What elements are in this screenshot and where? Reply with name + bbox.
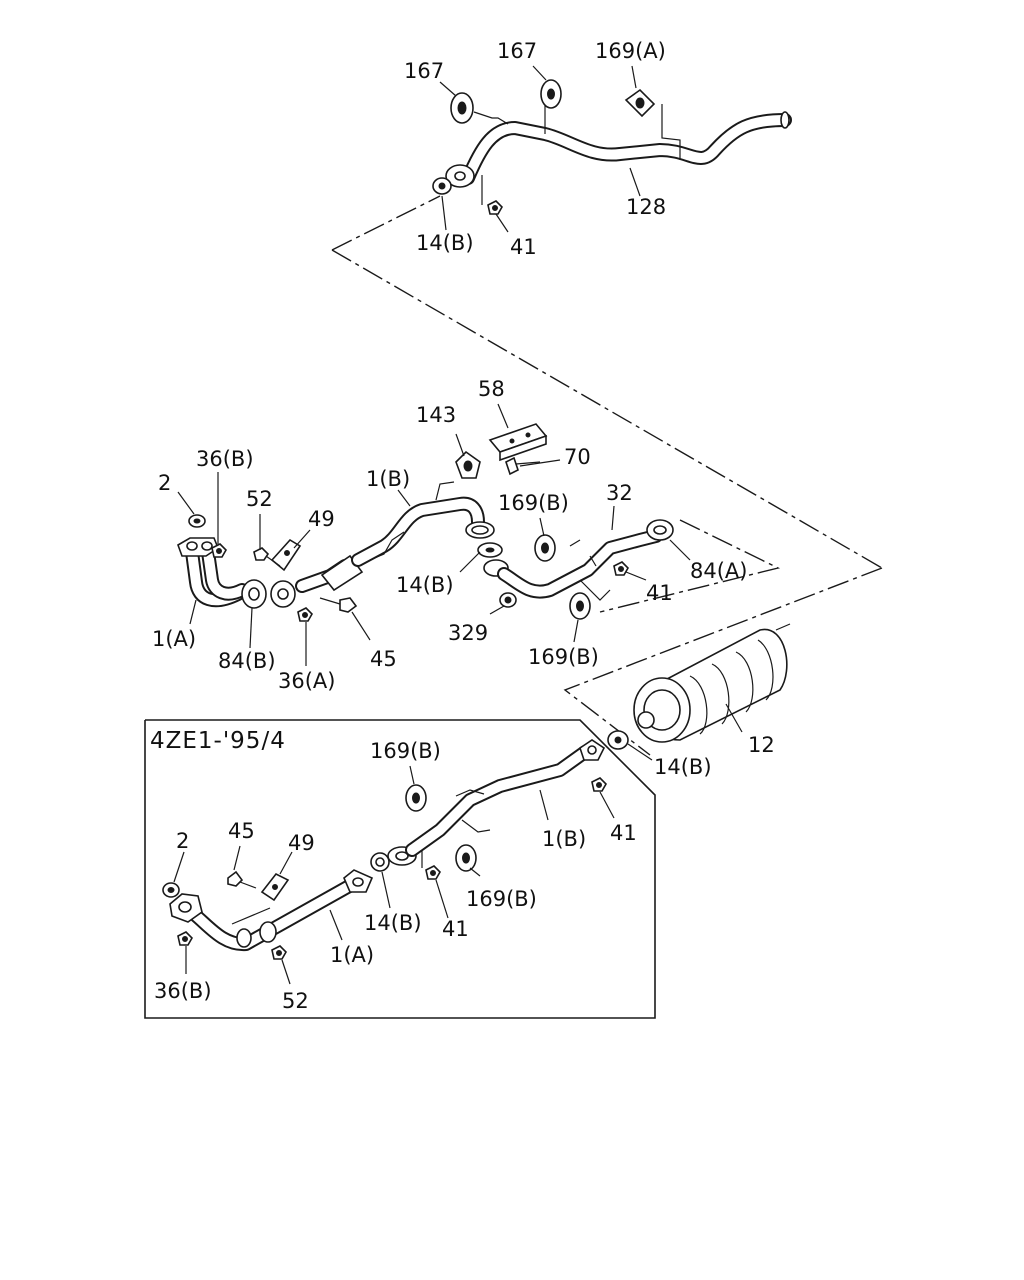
label-2-inset: 2 <box>176 829 189 853</box>
hanger-rubber-167a <box>450 92 474 124</box>
inset-front-pipe-1a <box>169 869 374 952</box>
label-41-top: 41 <box>510 235 537 259</box>
gasket-14b-mid <box>477 542 503 558</box>
nut-41-mid <box>613 561 629 576</box>
label-41-mid: 41 <box>646 581 673 605</box>
inset-labels: 4ZE1-'95/4 169(B) 41 1(B) 45 49 2 14(B) … <box>150 728 637 1013</box>
label-1a-inset: 1(A) <box>330 943 374 967</box>
gasket-84b <box>241 579 267 609</box>
bolt-45 <box>319 597 358 613</box>
label-169a: 169(A) <box>595 39 666 63</box>
bolt-70 <box>505 456 541 476</box>
hanger-rubber-169b-mid1 <box>534 534 556 562</box>
label-12: 12 <box>748 733 775 757</box>
label-14b-mid: 14(B) <box>396 573 454 597</box>
label-32: 32 <box>606 481 633 505</box>
label-49-mid: 49 <box>308 507 335 531</box>
label-167-b: 167 <box>497 39 537 63</box>
label-14b-top: 14(B) <box>416 231 474 255</box>
label-14b-muffler: 14(B) <box>654 755 712 779</box>
nut-36b-mid <box>211 543 227 558</box>
inset-panel <box>144 719 656 1019</box>
label-70: 70 <box>564 445 591 469</box>
label-143: 143 <box>416 403 456 427</box>
inset-title: 4ZE1-'95/4 <box>150 728 286 754</box>
inset-nut-41b <box>425 865 441 880</box>
hanger-rubber-169a <box>624 88 656 118</box>
hanger-rubber-167b <box>540 79 562 109</box>
connection-lines <box>331 195 883 756</box>
label-169b-mid1: 169(B) <box>498 491 569 515</box>
label-2-mid: 2 <box>158 471 171 495</box>
label-169b-mid2: 169(B) <box>528 645 599 669</box>
gasket-14b-top <box>432 177 452 195</box>
label-52-inset: 52 <box>282 989 309 1013</box>
label-58: 58 <box>478 377 505 401</box>
tail-pipe-128 <box>445 100 792 188</box>
connect-line-top-left <box>331 195 441 251</box>
label-1b-inset: 1(B) <box>542 827 586 851</box>
label-84b: 84(B) <box>218 649 276 673</box>
label-36b-inset: 36(B) <box>154 979 212 1003</box>
inset-gasket-14b <box>370 852 390 872</box>
inset-nut-36b <box>177 931 193 946</box>
label-1a-mid: 1(A) <box>152 627 196 651</box>
label-41-inset-b: 41 <box>442 917 469 941</box>
clamp-329 <box>499 592 517 608</box>
label-167-a: 167 <box>404 59 444 83</box>
nut-36a <box>297 607 313 622</box>
gasket-84a <box>646 519 674 541</box>
bolt-52 <box>253 547 281 567</box>
inset-nut-41a <box>591 777 607 792</box>
label-84a: 84(A) <box>690 559 747 583</box>
label-36a: 36(A) <box>278 669 335 693</box>
muffler-12 <box>633 623 791 743</box>
label-14b-inset: 14(B) <box>364 911 422 935</box>
label-1b-mid: 1(B) <box>366 467 410 491</box>
inset-hanger-169b-1 <box>405 784 427 812</box>
bracket-49 <box>270 538 302 572</box>
label-169b-inset2: 169(B) <box>466 887 537 911</box>
hanger-143 <box>455 450 481 479</box>
hanger-rubber-169b-mid2 <box>569 592 591 620</box>
label-329: 329 <box>448 621 488 645</box>
middle-labels: 58 143 70 36(B) 2 52 49 1(B) 169(B) 32 8… <box>152 377 775 779</box>
label-128: 128 <box>626 195 666 219</box>
label-169b-inset1: 169(B) <box>370 739 441 763</box>
label-45-inset: 45 <box>228 819 255 843</box>
inset-bracket-49 <box>260 872 290 902</box>
inset-bolt-45 <box>227 870 257 889</box>
nut-41-top <box>487 200 503 215</box>
connect-line-diagonal <box>331 249 883 569</box>
inset-front-pipe-1b <box>387 739 606 868</box>
front-pipe-1a <box>177 537 249 608</box>
washer-2-mid <box>188 514 206 528</box>
inset-leader-lines <box>173 765 615 985</box>
bracket-58 <box>488 423 548 462</box>
connect-line-flange <box>599 519 781 613</box>
top-labels: 167 167 169(A) 128 14(B) 41 <box>404 39 666 259</box>
front-pipe-1b <box>270 481 495 608</box>
inset-washer-2 <box>162 882 180 898</box>
label-36b-mid: 36(B) <box>196 447 254 471</box>
intermediate-pipe-32 <box>483 529 663 601</box>
inset-nut-52 <box>271 945 287 960</box>
label-52-mid: 52 <box>246 487 273 511</box>
label-41-inset-a: 41 <box>610 821 637 845</box>
middle-leader-lines <box>177 403 743 761</box>
label-49-inset: 49 <box>288 831 315 855</box>
catalytic-converter <box>320 554 364 592</box>
top-leader-lines <box>439 65 641 233</box>
inset-hanger-169b-2 <box>455 844 477 872</box>
label-45-mid: 45 <box>370 647 397 671</box>
gasket-14b-muffler <box>607 730 629 750</box>
